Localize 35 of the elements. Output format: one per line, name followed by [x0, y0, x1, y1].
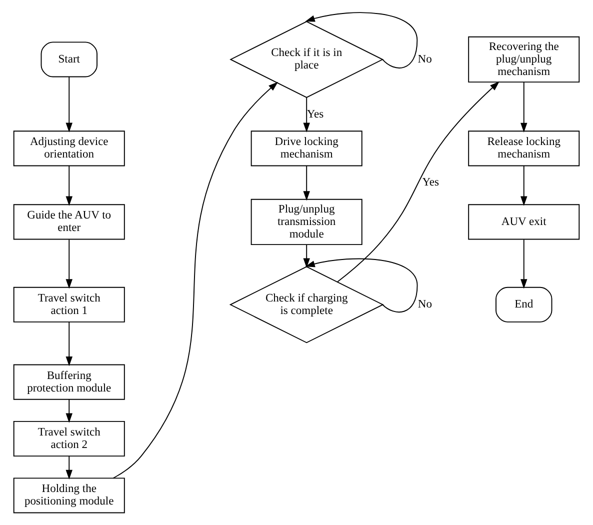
arrow [112, 82, 278, 479]
node-box: Travel switch action 2 [13, 420, 125, 457]
arrow [66, 166, 72, 206]
node-box: Recovering the plug/unplug mechanism [468, 36, 580, 83]
node-box: Adjusting device orientation [13, 130, 125, 166]
arrow [66, 239, 72, 289]
node-box: Travel switch action 1 [13, 286, 125, 322]
node-box: End [496, 286, 552, 322]
arrow [66, 456, 72, 480]
arrow [303, 97, 310, 132]
node-box: AUV exit [468, 204, 580, 240]
edge-label: Yes [422, 176, 439, 189]
arrow [520, 166, 528, 206]
node-box: Guide the AUV to enter [13, 204, 125, 240]
arrow [520, 82, 528, 132]
arrow [303, 244, 310, 268]
edge-label: No [418, 53, 432, 66]
arrow [66, 322, 72, 366]
edge-label: Yes [306, 108, 324, 120]
arrow [520, 239, 528, 289]
node-box: Release locking mechanism [468, 130, 580, 166]
arrow [337, 81, 500, 282]
arrow [66, 76, 72, 132]
arrow [305, 258, 418, 312]
arrow [303, 166, 310, 201]
node-box: Start [40, 42, 98, 78]
node-box: Buffering protection module [13, 364, 125, 400]
node-box: Plug/unplug transmission module [250, 198, 362, 246]
node-box: Holding the positioning module [13, 478, 125, 514]
arrow [305, 12, 418, 68]
node-box: Drive locking mechanism [250, 130, 362, 166]
edge-label: No [418, 298, 432, 311]
arrow [66, 398, 72, 423]
node-diamond: Check if it is in place [230, 20, 384, 98]
node-diamond: Check if charging is complete [229, 266, 384, 344]
